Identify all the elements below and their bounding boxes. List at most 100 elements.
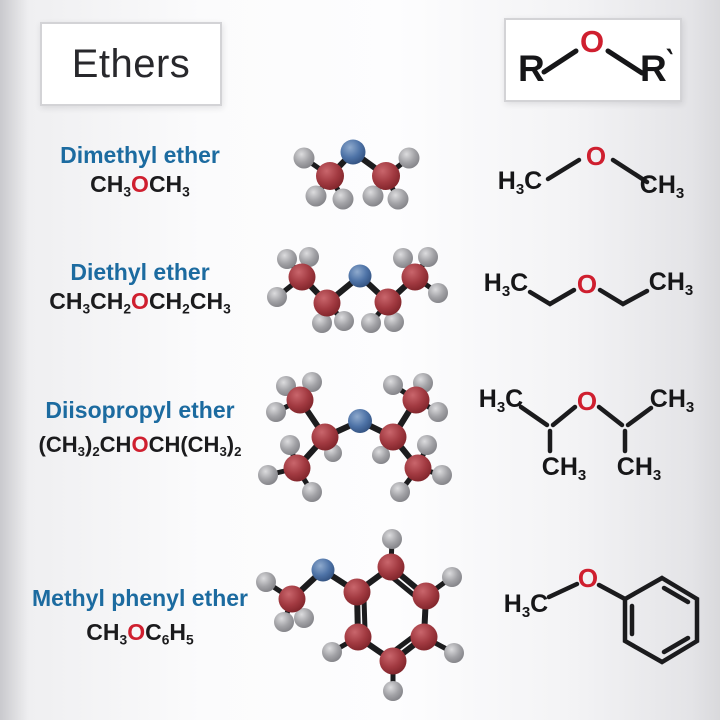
diisopropyl-ether-3d-model bbox=[258, 372, 452, 502]
row-name-diethyl-ether: Diethyl ether bbox=[70, 259, 210, 285]
skeletal-bonds bbox=[545, 157, 650, 185]
hydrogen-atom bbox=[390, 482, 410, 502]
dimethyl-ether-skeletal-formula: H3C O CH3 bbox=[480, 138, 710, 218]
carbon-atom bbox=[401, 263, 429, 291]
skeletal-label-left: H3C bbox=[497, 167, 543, 198]
benzene-ring bbox=[622, 575, 700, 665]
skeletal-label-oxygen: O bbox=[585, 141, 607, 171]
carbon-atom bbox=[283, 454, 311, 482]
carbon-atom bbox=[377, 553, 405, 581]
hydrogen-atom bbox=[293, 147, 315, 169]
row-name-methyl-phenyl-ether: Methyl phenyl ether bbox=[32, 585, 248, 611]
diethyl-ether-3d-model bbox=[267, 247, 448, 333]
hydrogen-atom bbox=[393, 248, 413, 268]
carbon-atom bbox=[343, 578, 371, 606]
carbon-atom bbox=[286, 386, 314, 414]
hydrogen-atom bbox=[332, 188, 354, 210]
hydrogen-atom bbox=[322, 642, 342, 662]
skeletal-label-bottom-left: CH3 bbox=[541, 453, 587, 484]
hydrogen-atom bbox=[383, 681, 403, 701]
hydrogen-atom bbox=[444, 643, 464, 663]
carbon-atom bbox=[311, 423, 339, 451]
row-formula-dimethyl-ether: CH3OCH3 bbox=[90, 171, 190, 200]
hydrogen-atom bbox=[267, 287, 287, 307]
hydrogen-atom bbox=[432, 465, 452, 485]
methyl-phenyl-ether-3d-model bbox=[256, 529, 464, 701]
hydrogen-atom bbox=[372, 446, 390, 464]
methyl-phenyl-ether-skeletal-formula: H3C O bbox=[480, 550, 720, 700]
carbon-atom bbox=[410, 623, 438, 651]
skeletal-label-left: H3C bbox=[483, 269, 529, 300]
skeletal-label-right: CH3 bbox=[649, 385, 695, 416]
carbon-atom bbox=[278, 585, 306, 613]
general-formula-o: O bbox=[580, 24, 605, 59]
oxygen-atom bbox=[348, 264, 372, 288]
hydrogen-atom bbox=[256, 572, 276, 592]
skeletal-bonds bbox=[527, 287, 650, 307]
row-formula-methyl-phenyl-ether: CH3OC6H5 bbox=[86, 619, 194, 648]
oxygen-atom bbox=[311, 558, 335, 582]
skeletal-bonds bbox=[546, 575, 700, 665]
general-formula-r: R bbox=[518, 48, 545, 89]
hydrogen-atom bbox=[258, 465, 278, 485]
general-formula-r-prime: R‵ bbox=[640, 44, 673, 89]
carbon-atom bbox=[372, 162, 400, 190]
hydrogen-atom bbox=[428, 283, 448, 303]
skeletal-label-oxygen: O bbox=[576, 386, 598, 416]
hydrogen-atom bbox=[274, 612, 294, 632]
general-formula-box: R O R‵ bbox=[504, 18, 682, 102]
skeletal-label-oxygen: O bbox=[576, 269, 598, 299]
hydrogen-atom bbox=[382, 529, 402, 549]
skeletal-label-right: CH3 bbox=[639, 171, 685, 202]
oxygen-atom bbox=[348, 409, 372, 433]
hydrogen-atom bbox=[294, 608, 314, 628]
hydrogen-atom bbox=[387, 188, 409, 210]
bonds bbox=[263, 536, 457, 694]
hydrogen-atom bbox=[442, 567, 462, 587]
skeletal-bonds bbox=[518, 404, 654, 454]
hydrogen-atom bbox=[266, 402, 286, 422]
hydrogen-atom bbox=[398, 147, 420, 169]
carbon-atom bbox=[412, 582, 440, 610]
hydrogen-atom bbox=[418, 247, 438, 267]
skeletal-label-left: H3C bbox=[478, 385, 524, 416]
row-formula-diethyl-ether: CH3CH2OCH2CH3 bbox=[49, 288, 231, 317]
diethyl-ether-skeletal-formula: H3C O CH3 bbox=[480, 255, 715, 333]
row-name-diisopropyl-ether: Diisopropyl ether bbox=[45, 397, 235, 423]
hydrogen-atom bbox=[299, 247, 319, 267]
hydrogen-atom bbox=[312, 313, 332, 333]
general-formula-bonds bbox=[541, 48, 645, 76]
hydrogen-atom bbox=[302, 372, 322, 392]
row-name-dimethyl-ether: Dimethyl ether bbox=[60, 142, 220, 168]
dimethyl-ether-3d-model bbox=[293, 139, 420, 210]
hydrogen-atom bbox=[361, 313, 381, 333]
carbon-atom bbox=[316, 162, 344, 190]
hydrogen-atom bbox=[277, 249, 297, 269]
carbon-atom bbox=[404, 454, 432, 482]
diisopropyl-ether-skeletal-formula: H3C O CH3 CH3 CH3 bbox=[478, 385, 715, 497]
page-title: Ethers bbox=[71, 41, 191, 86]
prime-mark: ‵ bbox=[666, 44, 673, 74]
title-box: Ethers bbox=[40, 22, 222, 106]
hydrogen-atom bbox=[302, 482, 322, 502]
carbon-atom bbox=[402, 386, 430, 414]
hydrogen-atom bbox=[417, 435, 437, 455]
skeletal-label-right: CH3 bbox=[648, 268, 694, 299]
carbon-atom bbox=[313, 289, 341, 317]
oxygen-atom bbox=[340, 139, 366, 165]
row-formula-diisopropyl-ether: (CH3)2CHOCH(CH3)2 bbox=[38, 432, 242, 460]
carbon-atom bbox=[379, 423, 407, 451]
carbon-atom bbox=[374, 288, 402, 316]
skeletal-label-oxygen: O bbox=[577, 563, 599, 593]
skeletal-label-bottom-right: CH3 bbox=[616, 453, 662, 484]
skeletal-label-left: H3C bbox=[503, 590, 549, 621]
hydrogen-atom bbox=[384, 312, 404, 332]
hydrogen-atom bbox=[362, 185, 384, 207]
hydrogen-atom bbox=[305, 185, 327, 207]
carbon-atom bbox=[379, 647, 407, 675]
carbon-atom bbox=[288, 263, 316, 291]
hydrogen-atom bbox=[383, 375, 403, 395]
carbon-atom bbox=[344, 623, 372, 651]
hydrogen-atom bbox=[334, 311, 354, 331]
